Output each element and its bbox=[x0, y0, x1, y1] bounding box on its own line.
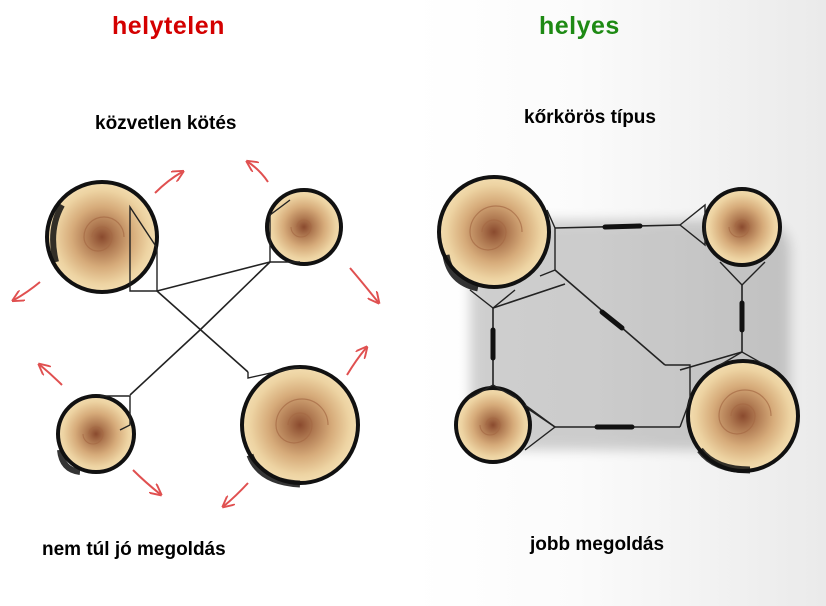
left-diagram bbox=[14, 162, 378, 506]
rope bbox=[492, 283, 566, 309]
rope bbox=[156, 290, 249, 373]
log-end-icon bbox=[454, 384, 557, 464]
log-end-icon bbox=[265, 188, 343, 266]
log-end-icon bbox=[240, 365, 360, 488]
caption-not-good: nem túl jó megoldás bbox=[42, 539, 226, 560]
rope bbox=[129, 329, 201, 396]
right-diagram bbox=[437, 175, 800, 474]
log-end-icon bbox=[665, 351, 800, 474]
log-end-icon bbox=[45, 180, 159, 294]
turnbuckle-icon bbox=[490, 223, 745, 430]
label-direct-binding: közvetlen kötés bbox=[95, 113, 237, 134]
label-ring-type: kőrkörös típus bbox=[524, 107, 656, 128]
log-end-icon bbox=[437, 175, 556, 309]
heading-right: helyes bbox=[539, 12, 620, 40]
log-end-icon bbox=[56, 394, 136, 475]
log-end-icon bbox=[678, 187, 782, 287]
arrow-icon bbox=[14, 162, 378, 506]
rope bbox=[156, 261, 271, 292]
heading-wrong: helytelen bbox=[112, 12, 225, 40]
rope bbox=[199, 261, 271, 331]
caption-better: jobb megoldás bbox=[530, 534, 665, 555]
